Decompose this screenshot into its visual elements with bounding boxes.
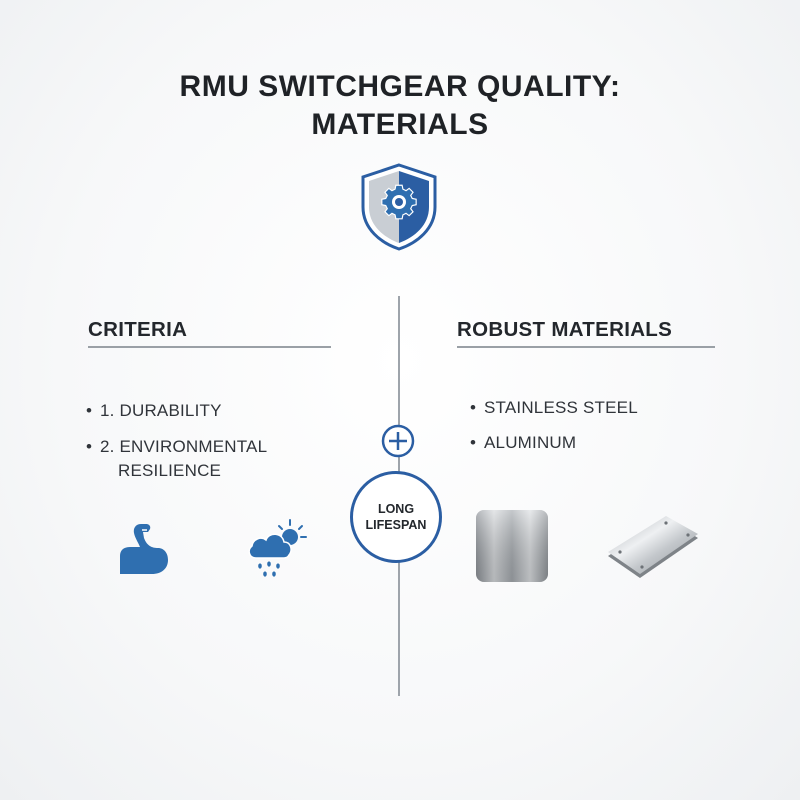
criteria-item-label: RESILIENCE	[118, 461, 222, 480]
criteria-item-resilience: RESILIENCE	[118, 461, 221, 481]
title-line-2: MATERIALS	[311, 108, 489, 141]
shield-gear-icon	[361, 163, 437, 251]
criteria-rule	[88, 346, 331, 348]
criteria-item-durability: • 1. DURABILITY	[86, 401, 222, 421]
bullet: •	[86, 437, 93, 456]
bullet: •	[470, 433, 477, 452]
criteria-item-environmental: • 2. ENVIRONMENTAL	[86, 437, 268, 457]
materials-item-stainless-steel: • STAINLESS STEEL	[470, 398, 638, 418]
criteria-heading: CRITERIA	[88, 318, 188, 341]
materials-item-label: ALUMINUM	[484, 433, 577, 452]
bullet: •	[470, 398, 477, 417]
materials-rule	[457, 346, 715, 348]
weather-cloud-sun-rain-icon	[248, 519, 307, 577]
page-title: RMU SWITCHGEAR QUALITY: MATERIALS	[0, 68, 800, 144]
bullet: •	[86, 401, 93, 420]
long-lifespan-hub: LONG LIFESPAN	[350, 471, 442, 563]
materials-item-aluminum: • ALUMINUM	[470, 433, 577, 453]
criteria-item-label: 1. DURABILITY	[100, 401, 222, 420]
flexed-arm-icon	[120, 524, 168, 574]
hub-label-line-1: LONG	[377, 502, 415, 516]
criteria-item-label: 2. ENVIRONMENTAL	[100, 437, 268, 456]
steel-plate-icon	[476, 510, 548, 582]
materials-heading: ROBUST MATERIALS	[457, 318, 673, 341]
aluminum-plate-icon	[608, 516, 698, 578]
plus-circle-icon	[381, 424, 415, 458]
title-line-1: RMU SWITCHGEAR QUALITY:	[179, 70, 621, 103]
hub-label-line-2: LIFESPAN	[365, 518, 427, 532]
materials-item-label: STAINLESS STEEL	[484, 398, 638, 417]
